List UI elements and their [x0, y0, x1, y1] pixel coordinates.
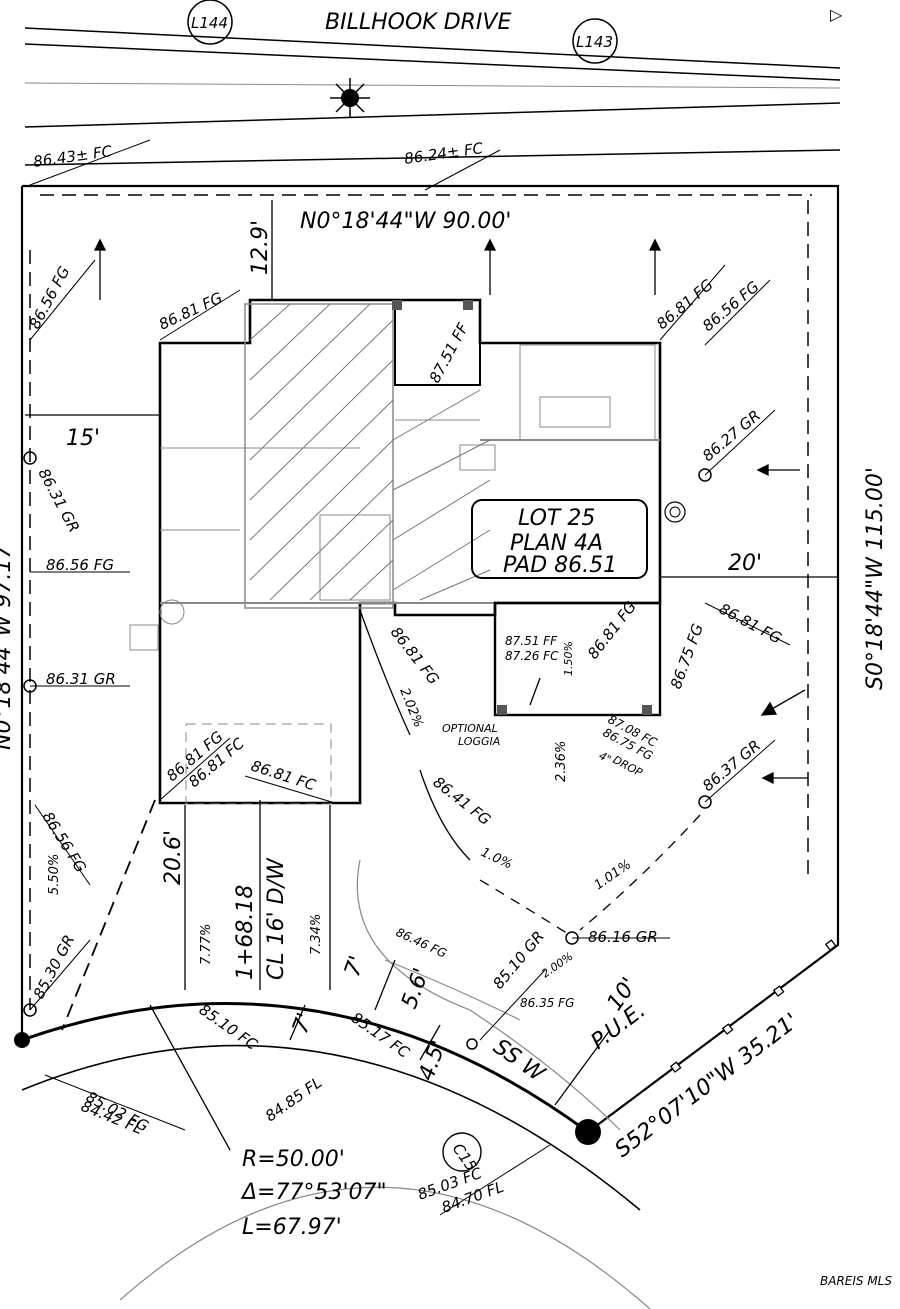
setback-left: 15' — [66, 426, 100, 451]
setback-sidewalk-7a: 7' — [340, 953, 370, 980]
svg-text:7.34%: 7.34% — [309, 914, 324, 955]
bearing-north: N0°18'44"W 90.00' — [300, 209, 511, 234]
watermark: BAREIS MLS — [820, 1274, 892, 1288]
street-tag-left: L144 — [187, 0, 233, 45]
svg-text:84.85 FL: 84.85 FL — [262, 1073, 325, 1125]
lot-plan: PLAN 4A — [510, 531, 603, 556]
svg-text:85.10 GR: 85.10 GR — [489, 928, 548, 993]
svg-text:5.50%: 5.50% — [47, 854, 62, 895]
svg-text:86.43± FC: 86.43± FC — [32, 142, 114, 171]
svg-text:86.56 FG: 86.56 FG — [26, 263, 74, 331]
svg-text:1.50%: 1.50% — [562, 641, 575, 676]
svg-text:Δ=77°53'07": Δ=77°53'07" — [240, 1180, 387, 1205]
setback-front: 12.9' — [248, 220, 273, 275]
svg-text:R=50.00': R=50.00' — [242, 1147, 345, 1172]
setback-dim-lines — [25, 200, 838, 1151]
curb-curves — [21, 859, 651, 1309]
house-footprint — [129, 298, 686, 805]
lot-number: LOT 25 — [518, 506, 595, 531]
svg-text:86.24± FC: 86.24± FC — [403, 139, 485, 168]
street-lines — [24, 27, 841, 166]
driveway-label: CL 16' D/W — [264, 857, 289, 980]
svg-text:85.30 GR: 85.30 GR — [30, 932, 79, 1002]
svg-text:86.56 FG: 86.56 FG — [46, 556, 114, 574]
streetlight-icon — [330, 78, 370, 118]
svg-text:86.81 FG: 86.81 FG — [716, 600, 784, 648]
svg-text:2.00%: 2.00% — [539, 950, 575, 981]
property-ticks — [669, 939, 837, 1073]
loggia-label-2: LOGGIA — [458, 735, 500, 748]
bearing-southeast: S52°07'10"W 35.21' — [611, 1009, 804, 1163]
elevation-leaders — [29, 139, 791, 1216]
svg-text:2.02%: 2.02% — [396, 686, 425, 730]
street-tag-right: L143 — [572, 18, 618, 64]
svg-text:86.27 GR: 86.27 GR — [699, 406, 764, 465]
svg-text:7.77%: 7.77% — [199, 924, 214, 965]
svg-text:87.51 FF: 87.51 FF — [426, 320, 473, 386]
svg-text:1.0%: 1.0% — [478, 845, 514, 873]
svg-text:L=67.97': L=67.97' — [242, 1215, 342, 1240]
svg-text:87.26 FC: 87.26 FC — [505, 649, 559, 663]
svg-text:L144: L144 — [191, 14, 228, 32]
drainage-arrows — [93, 238, 808, 936]
curve-data: R=50.00' Δ=77°53'07" L=67.97' — [240, 1147, 387, 1240]
svg-text:85.17 FC: 85.17 FC — [348, 1009, 413, 1062]
lot-boundary — [20, 184, 840, 1134]
north-arrow-glyph: ▷ — [830, 5, 843, 24]
setback-garage: 20.6' — [161, 830, 186, 885]
lot-corner-monument — [14, 1032, 601, 1145]
svg-text:86.31 GR: 86.31 GR — [34, 465, 83, 535]
bearing-west: N0°18'44"W 97.17' — [0, 539, 16, 750]
loggia-label-1: OPTIONAL — [442, 722, 498, 735]
lot-pad: PAD 86.51 — [503, 553, 617, 578]
svg-text:86.81 FG: 86.81 FG — [387, 623, 443, 688]
sidewalk-label: SS W — [489, 1034, 550, 1087]
svg-text:86.81 FC: 86.81 FC — [249, 757, 319, 795]
svg-text:86.37 GR: 86.37 GR — [699, 736, 764, 795]
setback-sidewalk-45: 4.5' — [414, 1037, 452, 1084]
svg-text:86.75 FG: 86.75 FG — [667, 621, 707, 691]
lot-tag: LOT 25 PLAN 4A PAD 86.51 — [471, 499, 648, 579]
setback-right: 20' — [728, 551, 762, 576]
svg-text:2.36%: 2.36% — [554, 741, 569, 782]
driveway-station: 1+68.18 — [233, 885, 258, 980]
svg-text:86.81 FG: 86.81 FG — [584, 598, 640, 663]
svg-text:86.41 FG: 86.41 FG — [430, 773, 495, 829]
street-name: BILLHOOK DRIVE — [325, 10, 511, 35]
svg-text:86.81 FG: 86.81 FG — [156, 289, 225, 334]
svg-text:86.31 GR: 86.31 GR — [46, 670, 116, 688]
svg-text:86.35 FG: 86.35 FG — [520, 996, 574, 1010]
bearing-east: S0°18'44"W 115.00' — [863, 467, 888, 690]
drop-label-1: 4" — [597, 749, 614, 766]
svg-text:87.51 FF: 87.51 FF — [505, 634, 558, 648]
slope-labels: 1.50% 2.02% 2.36% 1.0% 1.01% 7.77% 7.34%… — [47, 641, 634, 980]
setback-sidewalk-56: 5.6' — [397, 965, 435, 1012]
svg-text:1.01%: 1.01% — [592, 857, 634, 893]
svg-text:L143: L143 — [576, 33, 613, 51]
svg-text:86.16 GR: 86.16 GR — [588, 928, 658, 946]
grade-points — [23, 451, 712, 1050]
svg-text:86.46 FG: 86.46 FG — [394, 925, 449, 961]
